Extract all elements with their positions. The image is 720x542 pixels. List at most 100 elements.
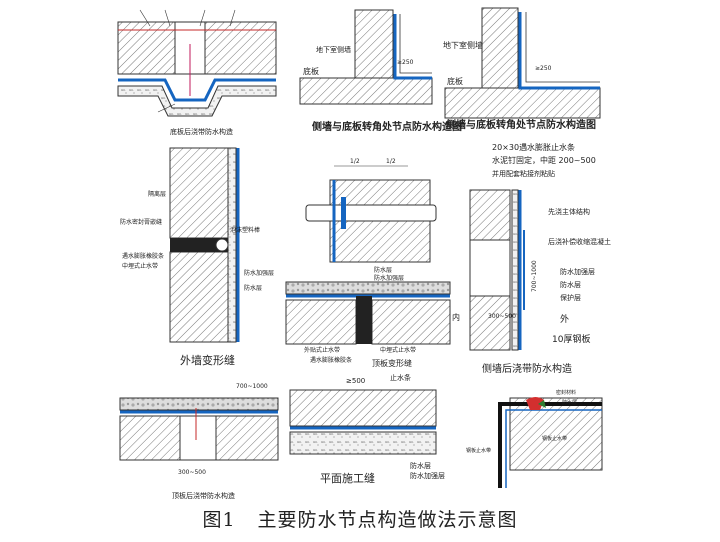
p7-label-3: 中埋式止水带 <box>380 346 416 354</box>
p9-title: 平面施工缝 <box>320 471 375 485</box>
p10-membrane-black <box>498 402 602 488</box>
p1-title: 底板后浇带防水构造 <box>170 127 233 136</box>
panel-10-corner-detail: 密封材料 防水层 钢板止水带 钢板止水带 <box>466 389 603 488</box>
p7-joint <box>356 296 372 344</box>
figure-title: 主要防水节点构造做法示意图 <box>257 509 518 531</box>
p4-label-2: 泡沫塑料棒 <box>230 226 260 234</box>
panel-5-wall-pipe: 1/2 1/2 <box>305 158 437 263</box>
p4-label-5: 防水加强层 <box>244 269 274 277</box>
p9-label-0: 止水条 <box>390 373 411 382</box>
p3-base <box>444 87 601 119</box>
p5-dims: 1/2 1/2 <box>334 158 408 167</box>
p3-wall <box>481 7 519 89</box>
p7-label-5: 内 <box>452 312 460 322</box>
p4-label-1: 防水密封膏嵌缝 <box>120 218 162 226</box>
p10-label-3: 钢板止水带 <box>542 435 567 442</box>
p3-protect <box>525 12 600 83</box>
p7-label-group: 防水层 防水加强层 外贴式止水带 中埋式止水带 遇水膨胀橡胶条 内 <box>304 266 460 364</box>
p10-label-group: 密封材料 防水层 钢板止水带 钢板止水带 <box>466 389 577 454</box>
p7-label-2: 外贴式止水带 <box>304 346 340 354</box>
p1-waterproof-trough <box>118 78 276 102</box>
p4-label-6: 防水层 <box>244 284 262 292</box>
panel-3-corner-node: 地下室侧墙 底板 ≥250 侧墙与底板转角处节点防水构造图 <box>443 7 601 131</box>
p3-dim: ≥250 <box>535 65 552 72</box>
p6-header-1: 水泥钉固定，中距 200~500 <box>492 155 596 165</box>
p4-label-4: 中埋式止水带 <box>122 262 158 270</box>
p8-strip <box>179 415 217 461</box>
panel-9-plane-construction-joint: 止水条 ≥500 防水层 防水加强层 平面施工缝 <box>289 373 445 485</box>
p2-wall <box>354 9 394 79</box>
p10-concrete <box>509 397 603 471</box>
p2-label-wall: 地下室侧墙 <box>316 45 351 54</box>
panel-6-side-wall-post-pour: 20×30遇水膨胀止水条 水泥钉固定，中距 200~500 并用配套粘接剂粘贴 … <box>469 142 611 375</box>
p4-label-3: 遇水膨胀橡胶条 <box>122 252 164 260</box>
panel-2-corner-node: 地下室侧墙 底板 ≥250 侧墙与底板转角处节点防水构造图 <box>299 9 462 133</box>
p9-label-2: 防水加强层 <box>410 471 445 480</box>
panel-7-roof-joint: 防水层 防水加强层 外贴式止水带 中埋式止水带 遇水膨胀橡胶条 内 顶板变形缝 <box>285 266 460 368</box>
p2-label-base: 底板 <box>303 66 319 76</box>
p6-label-1: 后浇补偿收缩混凝土 <box>548 237 611 246</box>
p7-label-4: 遇水膨胀橡胶条 <box>310 356 352 364</box>
p6-header-2: 并用配套粘接剂粘贴 <box>492 169 555 178</box>
p9-label-1: 防水层 <box>410 461 431 470</box>
p4-protect-layer <box>227 147 237 343</box>
p10-label-2: 钢板止水带 <box>466 447 491 454</box>
p7-label-0: 防水层 <box>374 266 392 274</box>
p6-label-6: 10厚钢板 <box>552 333 590 345</box>
p9-slab <box>289 389 437 427</box>
p2-title: 侧墙与底板转角处节点防水构造图 <box>312 120 462 133</box>
p10-label-0: 密封材料 <box>556 389 576 396</box>
p7-slab-left <box>285 299 357 345</box>
p8-title: 顶板后浇带防水构造 <box>172 491 235 500</box>
p6-label-2: 防水加强层 <box>560 267 595 276</box>
p4-title: 外墙变形缝 <box>180 353 235 367</box>
p6-dim-b: 700~1000 <box>531 260 538 292</box>
p6-label-0: 先浇主体结构 <box>548 207 590 216</box>
figure-number: 图1 <box>202 509 236 531</box>
panel-8-roof-post-pour: 700~1000 300~500 顶板后浇带防水构造 <box>119 383 279 500</box>
p1-subbase <box>117 85 277 117</box>
p8-dim-0: 700~1000 <box>236 383 268 390</box>
p6-label-group: 先浇主体结构 后浇补偿收缩混凝土 防水加强层 防水层 保护层 外 10厚钢板 <box>548 207 611 345</box>
p2-membrane <box>393 14 432 80</box>
p10-membrane-blue <box>505 409 602 488</box>
p7-slab-right <box>371 299 451 345</box>
p1-leaders <box>139 9 236 113</box>
p2-dim: ≥250 <box>397 59 414 66</box>
p3-title: 侧墙与底板转角处节点防水构造图 <box>446 118 596 131</box>
p10-label-1: 防水层 <box>562 399 577 406</box>
p4-wall-lower <box>169 251 229 343</box>
figure-caption: 图1 主要防水节点构造做法示意图 <box>0 505 720 532</box>
p8-dim-1: 300~500 <box>178 469 206 476</box>
p8-gravel <box>119 397 279 411</box>
p4-label-0: 隔离层 <box>148 190 166 198</box>
p6-label-4: 保护层 <box>560 293 581 302</box>
p6-protect <box>511 189 519 351</box>
p7-label-1: 防水加强层 <box>374 274 404 282</box>
p7-gravel <box>285 281 451 295</box>
p5-dim-0: 1/2 <box>350 158 360 165</box>
p5-dim-1: 1/2 <box>386 158 396 165</box>
p10-seal-green <box>538 400 546 408</box>
p3-label-base: 底板 <box>447 76 463 86</box>
p5-flange <box>341 197 346 229</box>
p3-label-wall: 地下室侧墙 <box>443 40 483 50</box>
panel-4-exterior-wall-joint: 隔离层 防水密封膏嵌缝 泡沫塑料棒 遇水膨胀橡胶条 中埋式止水带 防水加强层 防… <box>120 147 274 367</box>
panel-1-base-slab-post-pour-strip: 底板后浇带防水构造 <box>117 9 277 136</box>
p6-label-5: 外 <box>560 313 569 325</box>
p4-foam-rod <box>215 238 229 252</box>
p6-label-3: 防水层 <box>560 280 581 289</box>
p5-pipe <box>305 204 437 222</box>
p2-base <box>299 77 433 105</box>
p9-dim: ≥500 <box>346 377 365 385</box>
p7-title: 顶板变形缝 <box>372 358 412 368</box>
p4-joint-fill <box>170 238 230 252</box>
p2-protect <box>399 14 432 74</box>
p6-dim-a: 300~500 <box>488 313 516 320</box>
p3-membrane <box>518 12 600 90</box>
p6-title: 侧墙后浇带防水构造 <box>482 362 572 375</box>
p10-seal-red <box>526 397 544 410</box>
p4-label-group: 隔离层 防水密封膏嵌缝 泡沫塑料棒 遇水膨胀橡胶条 中埋式止水带 防水加强层 防… <box>120 190 274 292</box>
p6-header-0: 20×30遇水膨胀止水条 <box>492 142 575 152</box>
